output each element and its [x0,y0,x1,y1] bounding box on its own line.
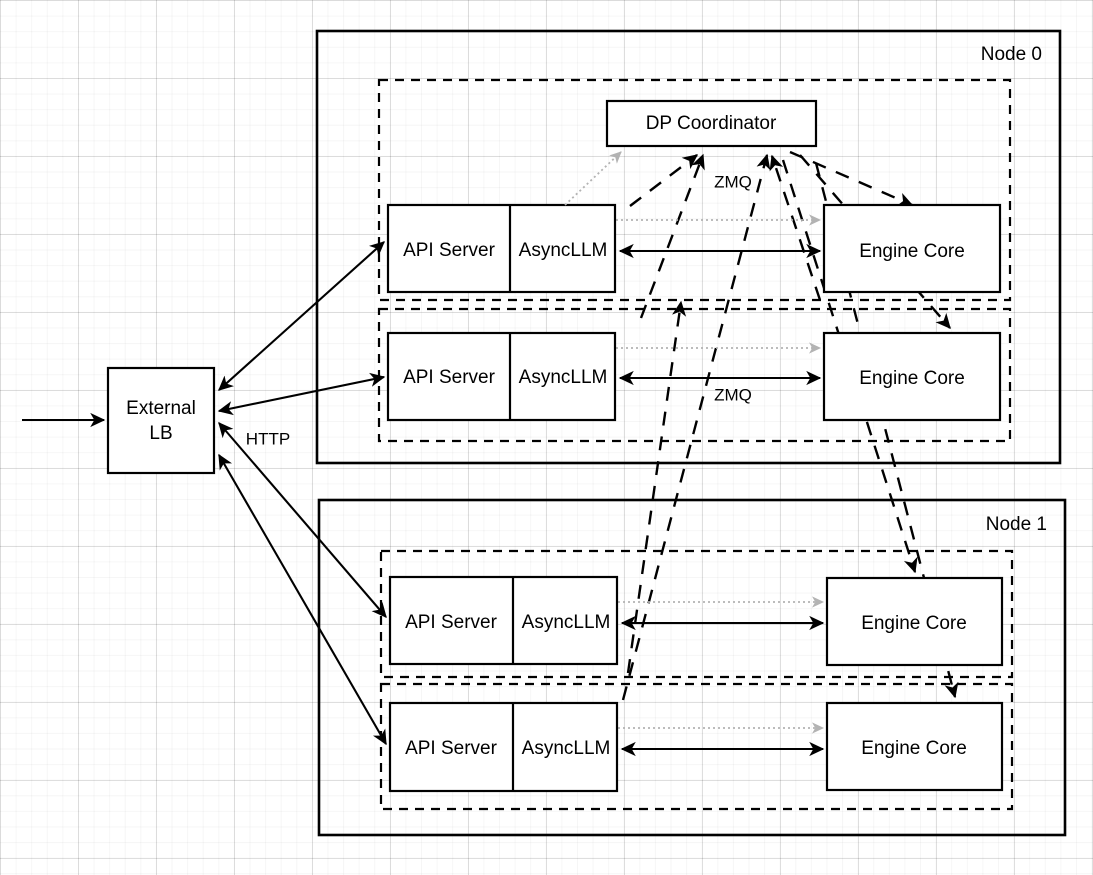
dp-coordinator-box[interactable] [605,99,818,148]
external-lb-label-line2: LB [149,423,172,444]
api-server-label-n0dp0: API Server [403,240,496,261]
api-server-box-n1dp0[interactable] [388,575,619,666]
edge-zmq-engine-n0dp1-to-coordinator [769,154,822,301]
zmq-engine-edge-label: ZMQ [714,385,752,404]
engine-core-label-n0dp0: Engine Core [859,241,965,262]
external-lb[interactable]: External LB [106,366,216,475]
group-node1-dp0 [379,549,1014,679]
edge-lb-to-api-n1dp0 [218,422,387,618]
asyncllm-label-n0dp1: AsyncLLM [519,367,608,388]
api-server-label-n1dp0: API Server [405,612,498,633]
api-server-box-n1dp1[interactable] [388,701,619,793]
external-lb-box[interactable] [106,366,216,475]
unit-node1-dp0[interactable]: API Server AsyncLLM Engine Core [388,575,1004,667]
engine-core-label-n1dp1: Engine Core [861,738,967,759]
unit-node0-dp1[interactable]: API Server AsyncLLM Engine Core [386,331,1002,422]
api-server-label-n0dp1: API Server [403,367,496,388]
unit-node1-dp1[interactable]: API Server AsyncLLM Engine Core [388,701,1004,793]
api-server-box-n0dp1[interactable] [386,331,617,422]
unit-node0-dp0[interactable]: API Server AsyncLLM Engine Core [386,203,1002,294]
dp-coordinator[interactable]: DP Coordinator [605,99,818,148]
zmq-coordinator-edge-label: ZMQ [714,172,752,191]
engine-core-label-n1dp0: Engine Core [861,613,967,634]
engine-core-box-n1dp1[interactable] [825,701,1004,792]
external-lb-label-line1: External [126,398,196,419]
edge-lb-to-api-n1dp1 [218,453,387,746]
edge-zmq-n1dp0-to-coordinator [626,300,687,674]
dp-coordinator-label: DP Coordinator [646,113,777,134]
api-server-box-n0dp0[interactable] [386,203,617,294]
group-node1-dp1 [379,682,1014,811]
edge-zmq-n1dp1-to-coordinator [621,153,771,701]
asyncllm-label-n1dp0: AsyncLLM [522,612,611,633]
engine-core-box-n0dp0[interactable] [822,203,1002,294]
engine-core-box-n0dp1[interactable] [822,331,1002,422]
engine-core-label-n0dp1: Engine Core [859,368,965,389]
edge-lb-to-api-n0dp0 [218,241,385,391]
edge-lb-to-api-n0dp1 [217,372,386,416]
node-0-label: Node 0 [981,44,1042,65]
node-1-label: Node 1 [986,514,1047,535]
asyncllm-label-n0dp0: AsyncLLM [519,240,608,261]
http-edge-label: HTTP [246,429,290,448]
edge-coordinator-to-engine-n0dp0 [789,150,914,207]
engine-core-box-n1dp0[interactable] [825,576,1004,667]
edge-zmq-n0dp1-to-coordinator [639,153,705,319]
asyncllm-label-n1dp1: AsyncLLM [522,738,611,759]
api-server-label-n1dp1: API Server [405,738,498,759]
edge-stats-dotted-to-coordinator [564,151,622,206]
group-node0-dp0 [377,78,1012,302]
edge-coordinator-to-engine-n0dp1 [799,154,951,329]
edge-coordinator-to-engine-n1dp0 [781,159,918,574]
